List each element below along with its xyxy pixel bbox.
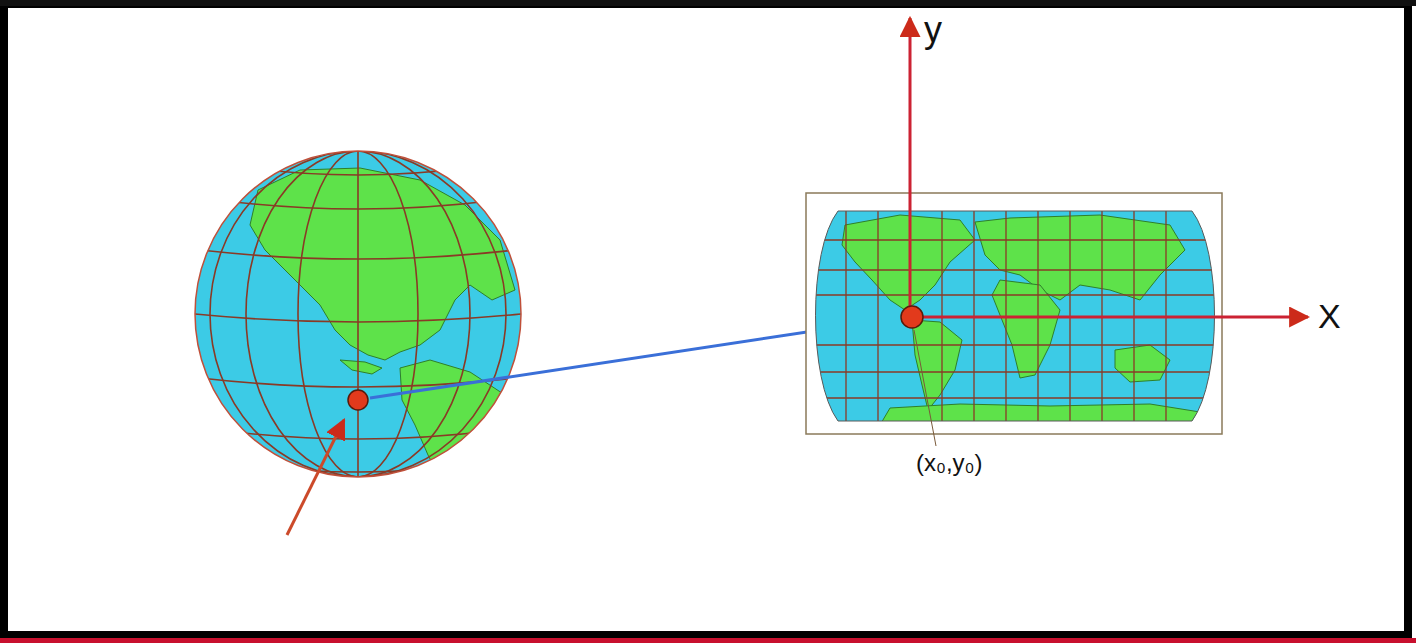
- axis-label: X: [1318, 298, 1341, 335]
- y-axis: [909, 18, 912, 317]
- coordinate-label: (x₀,y₀): [916, 450, 983, 476]
- axis-label: y: [924, 10, 942, 50]
- x-axis: [912, 316, 1308, 319]
- leader-line: [914, 330, 936, 446]
- frame: [4, 4, 1408, 635]
- top-bar: [0, 0, 1416, 6]
- source-point: [348, 390, 368, 410]
- projected-point: [901, 306, 923, 328]
- globe: [195, 140, 521, 490]
- bottom-bar: [0, 638, 1416, 643]
- pointer-arrow: [287, 420, 344, 535]
- world-map: [806, 193, 1222, 434]
